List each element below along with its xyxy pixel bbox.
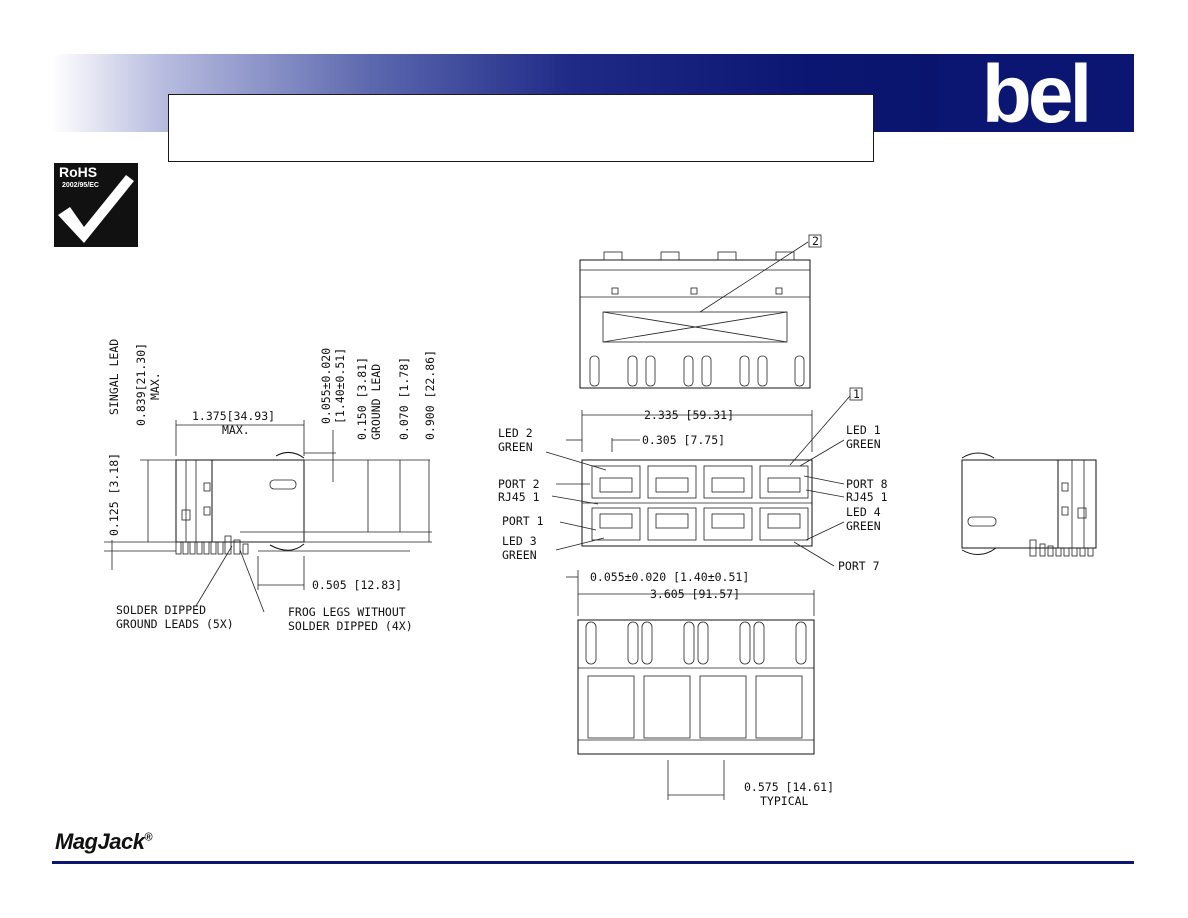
svg-text:0.055±0.020 [1.40±0.51]: 0.055±0.020 [1.40±0.51] — [590, 570, 749, 584]
svg-text:0.305 [7.75]: 0.305 [7.75] — [642, 433, 725, 447]
svg-text:LED 1: LED 1 — [846, 423, 881, 437]
port-grid — [591, 465, 809, 541]
svg-text:PORT 8: PORT 8 — [846, 477, 888, 491]
svg-text:SOLDER DIPPED: SOLDER DIPPED — [116, 603, 206, 617]
svg-text:2002/95/EC: 2002/95/EC — [62, 182, 99, 189]
svg-text:0.575 [14.61]: 0.575 [14.61] — [744, 780, 834, 794]
bottom-port-blocks — [587, 675, 803, 739]
svg-text:2: 2 — [812, 234, 819, 248]
svg-text:SINGAL LEAD: SINGAL LEAD — [107, 339, 121, 415]
svg-text:0.150 [3.81]: 0.150 [3.81] — [355, 357, 369, 440]
svg-text:0.070 [1.78]: 0.070 [1.78] — [397, 357, 411, 440]
svg-text:1.375[34.93]: 1.375[34.93] — [192, 409, 275, 423]
svg-text:RoHS: RoHS — [59, 164, 97, 180]
svg-text:LED 4: LED 4 — [846, 505, 881, 519]
front-view: 2.335 [59.31] 0.305 [7.75] 1 LED 2 GREEN… — [498, 387, 888, 573]
svg-text:PORT 2: PORT 2 — [498, 477, 540, 491]
svg-text:RJ45 1: RJ45 1 — [498, 490, 540, 504]
svg-text:GROUND LEADS (5X): GROUND LEADS (5X) — [116, 617, 234, 631]
side-leads — [175, 535, 249, 555]
bel-logo: bel — [937, 54, 1134, 132]
right-side-view — [961, 452, 1097, 557]
svg-text:[1.40±0.51]: [1.40±0.51] — [333, 348, 347, 424]
top-pins — [589, 355, 805, 387]
svg-text:3.605 [91.57]: 3.605 [91.57] — [650, 587, 740, 601]
svg-text:0.505 [12.83]: 0.505 [12.83] — [312, 578, 402, 592]
svg-text:bel: bel — [982, 54, 1088, 132]
svg-text:GREEN: GREEN — [846, 437, 881, 451]
svg-text:0.900 [22.86]: 0.900 [22.86] — [423, 350, 437, 440]
svg-text:GROUND LEAD: GROUND LEAD — [369, 364, 383, 440]
svg-text:GREEN: GREEN — [846, 519, 881, 533]
footer-rule — [52, 861, 1134, 864]
svg-text:LED 3: LED 3 — [502, 534, 537, 548]
svg-text:1: 1 — [853, 387, 860, 401]
magjack-logo: MagJack® — [55, 829, 153, 854]
svg-text:0.055±0.020: 0.055±0.020 — [319, 348, 333, 424]
svg-text:RJ45 1: RJ45 1 — [846, 490, 888, 504]
svg-text:MAX.: MAX. — [148, 372, 162, 400]
svg-text:PORT 7: PORT 7 — [838, 559, 880, 573]
svg-text:TYPICAL: TYPICAL — [760, 794, 809, 808]
check-icon — [58, 175, 134, 243]
svg-text:LED 2: LED 2 — [498, 426, 533, 440]
svg-text:FROG LEGS WITHOUT: FROG LEGS WITHOUT — [288, 605, 406, 619]
svg-text:0.125 [3.18]: 0.125 [3.18] — [107, 453, 121, 536]
bottom-pins — [585, 621, 807, 665]
svg-text:SOLDER DIPPED (4X): SOLDER DIPPED (4X) — [288, 619, 413, 633]
svg-text:PORT 1: PORT 1 — [502, 514, 544, 528]
svg-text:MAX.: MAX. — [222, 423, 250, 437]
svg-text:0.839[21.30]: 0.839[21.30] — [134, 343, 148, 426]
side-view: 0.125 [3.18] SINGAL LEAD 0.839[21.30] MA… — [104, 339, 437, 633]
top-view: 2 — [579, 234, 822, 389]
svg-text:2.335 [59.31]: 2.335 [59.31] — [644, 408, 734, 422]
rohs-badge: RoHS 2002/95/EC — [54, 163, 138, 247]
bottom-view: 0.055±0.020 [1.40±0.51] 3.605 [91.57] 0.… — [566, 570, 834, 808]
svg-text:GREEN: GREEN — [502, 548, 537, 562]
title-box — [168, 94, 874, 162]
svg-text:GREEN: GREEN — [498, 440, 533, 454]
